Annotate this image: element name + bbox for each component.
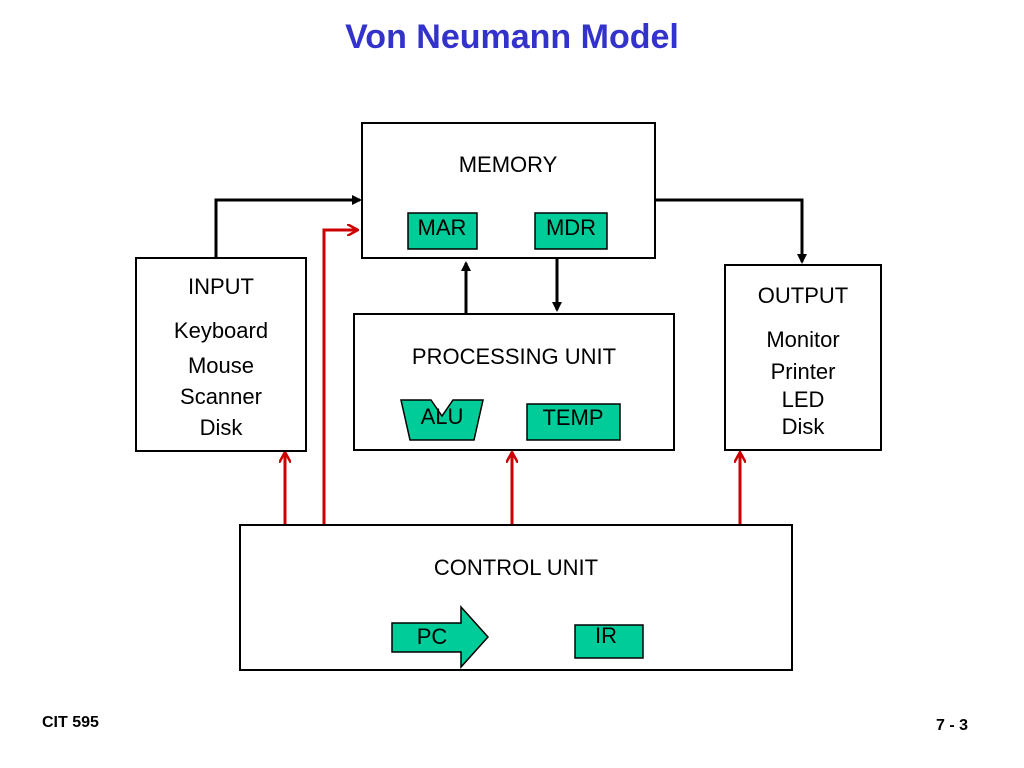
mar-label: MAR	[418, 215, 467, 240]
processing-unit-box: PROCESSING UNIT ALU TEMP	[353, 313, 675, 451]
processing-label: PROCESSING UNIT	[412, 344, 616, 369]
ir-register	[574, 624, 644, 659]
footer-course: CIT 595	[42, 714, 99, 731]
input-label: INPUT	[188, 274, 254, 299]
control-to-memory-arrow	[322, 230, 357, 525]
output-box: OUTPUT Monitor Printer LED Disk	[724, 264, 882, 451]
memory-box: MEMORY MAR MDR	[361, 122, 656, 259]
control-unit-box: CONTROL UNIT PC IR	[239, 524, 793, 671]
temp-label: TEMP	[542, 405, 603, 430]
pc-arrow-shape	[391, 605, 490, 669]
output-device: Monitor	[766, 327, 839, 352]
alu-label: ALU	[421, 404, 464, 429]
output-device: Disk	[782, 414, 826, 439]
memory-label: MEMORY	[459, 152, 558, 177]
input-device: Mouse	[188, 353, 254, 378]
input-box: INPUT Keyboard Mouse Scanner Disk	[135, 257, 307, 452]
input-device: Disk	[200, 415, 244, 440]
output-device: LED	[782, 387, 825, 412]
input-to-memory-arrow	[214, 195, 362, 257]
memory-to-output-arrow	[655, 198, 807, 264]
temp-register	[526, 403, 621, 441]
input-device: Scanner	[180, 384, 262, 409]
pc-label: PC	[417, 624, 448, 649]
control-label: CONTROL UNIT	[434, 555, 598, 580]
page-title: Von Neumann Model	[345, 18, 679, 56]
output-label: OUTPUT	[758, 283, 848, 308]
input-device: Keyboard	[174, 318, 268, 343]
footer-page-number: 7 - 3	[936, 717, 969, 734]
mdr-register	[534, 212, 608, 250]
ir-label: IR	[595, 623, 617, 648]
mar-register	[407, 212, 478, 250]
alu-shape	[400, 399, 484, 441]
output-device: Printer	[771, 359, 836, 384]
mdr-label: MDR	[546, 215, 596, 240]
